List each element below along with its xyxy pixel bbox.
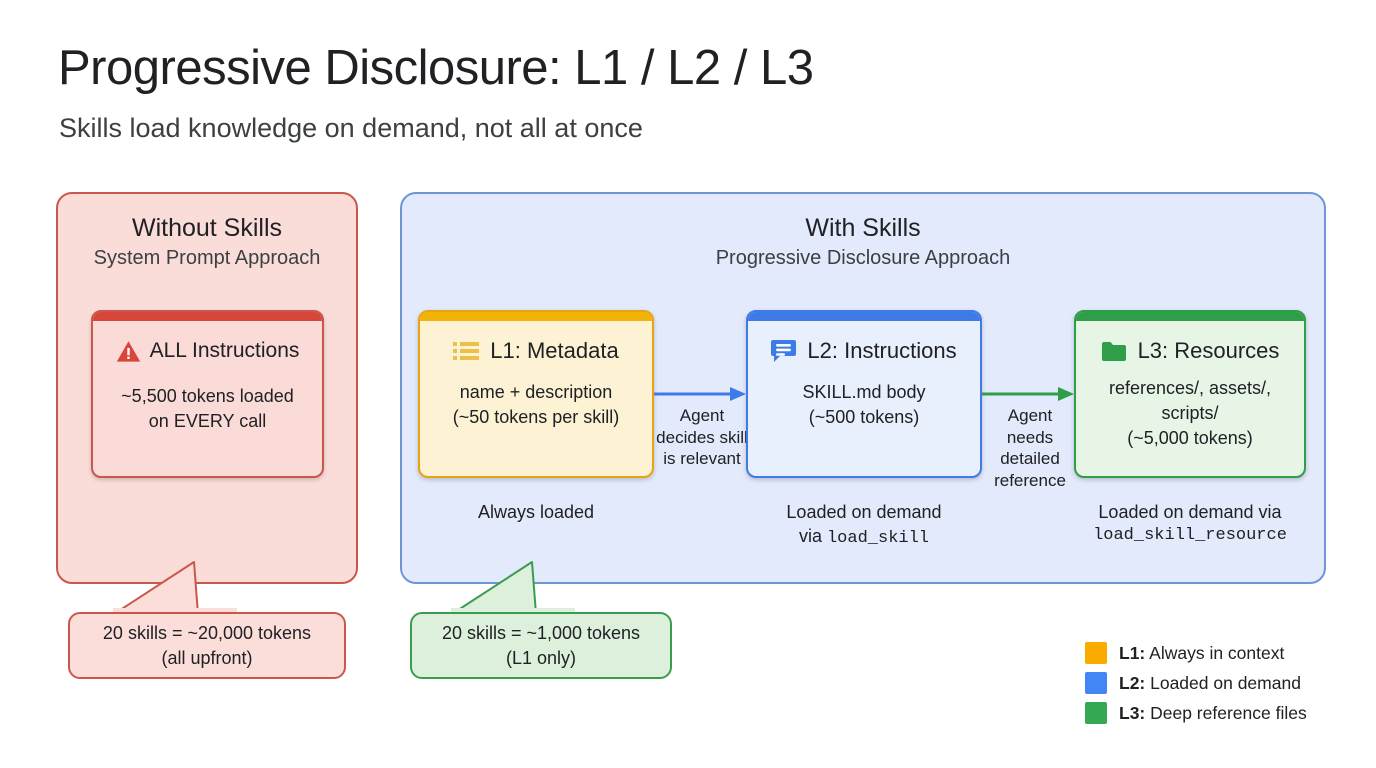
page-title: Progressive Disclosure: L1 / L2 / L3: [58, 41, 814, 95]
caption-l2-via: via: [798, 526, 827, 546]
legend-key-l1: L1:: [1119, 642, 1146, 663]
warning-triangle-icon: [116, 340, 141, 363]
legend-label-l1: L1: Always in context: [1119, 643, 1284, 664]
arrow-l1-to-l2: [654, 387, 746, 401]
caption-l2-mono: load_skill: [826, 529, 930, 548]
card-accent-bar: [93, 312, 322, 321]
callout-green-line1: 20 skills = ~1,000 tokens: [441, 622, 641, 643]
callout-red-line2: (all upfront): [161, 647, 253, 668]
card-accent-bar-l1: [420, 312, 652, 321]
legend: L1: Always in context L2: Loaded on dema…: [1085, 638, 1307, 728]
level-body-l2-line1: SKILL.md body: [802, 382, 926, 402]
comment-icon: [771, 339, 797, 363]
level-heading-l3: L3: Resources: [1137, 338, 1280, 363]
legend-item-l2: L2: Loaded on demand: [1085, 668, 1307, 698]
caption-l3: Loaded on demand via load_skill_resource: [1058, 500, 1322, 548]
legend-desc-l3: Deep reference files: [1145, 702, 1307, 723]
caption-l3-line1: Loaded on demand via: [1098, 502, 1282, 522]
page-subtitle: Skills load knowledge on demand, not all…: [59, 113, 643, 143]
panel-with-subtitle: Progressive Disclosure Approach: [715, 247, 1011, 269]
caption-l3-mono: load_skill_resource: [1093, 526, 1287, 545]
level-body-l3-line2: scripts/: [1161, 403, 1219, 423]
legend-swatch-l2: [1085, 672, 1107, 694]
legend-swatch-l1: [1085, 642, 1107, 664]
legend-key-l3: L3:: [1119, 702, 1146, 723]
legend-label-l3: L3: Deep reference files: [1119, 703, 1307, 724]
list-icon: [453, 341, 480, 361]
level-card-l2: L2: Instructions SKILL.md body (~500 tok…: [746, 310, 982, 478]
callout-red-line1: 20 skills = ~20,000 tokens: [102, 622, 312, 643]
level-body-l3-line3: (~5,000 tokens): [1127, 428, 1253, 448]
panel-without-title: Without Skills: [131, 214, 283, 242]
all-instructions-body-line1: ~5,500 tokens loaded: [121, 386, 294, 406]
level-heading-l2: L2: Instructions: [807, 338, 957, 363]
callout-green-line2: (L1 only): [505, 647, 577, 668]
arrow-label-l2-to-l3: Agent needs detailed reference: [994, 406, 1066, 490]
legend-item-l1: L1: Always in context: [1085, 638, 1307, 668]
caption-l2: Loaded on demand via load_skill: [746, 500, 982, 551]
card-accent-bar-l3: [1076, 312, 1304, 321]
level-card-l1: L1: Metadata name + description (~50 tok…: [418, 310, 654, 478]
level-body-l1-line1: name + description: [459, 382, 613, 402]
legend-item-l3: L3: Deep reference files: [1085, 698, 1307, 728]
callout-without-skills: 20 skills = ~20,000 tokens (all upfront): [68, 612, 346, 679]
all-instructions-body-line2: on EVERY call: [148, 411, 267, 431]
all-instructions-heading: ALL Instructions: [149, 339, 300, 362]
panel-without-subtitle: System Prompt Approach: [93, 247, 321, 269]
all-instructions-card: ALL Instructions ~5,500 tokens loaded on…: [91, 310, 324, 478]
legend-desc-l1: Always in context: [1145, 642, 1285, 663]
level-heading-l1: L1: Metadata: [490, 338, 619, 363]
arrow-l2-to-l3: [982, 387, 1074, 401]
caption-l1: Always loaded: [418, 500, 654, 524]
legend-key-l2: L2:: [1119, 672, 1146, 693]
caption-l2-line2: via load_skill: [746, 524, 982, 551]
card-accent-bar-l2: [748, 312, 980, 321]
caption-l2-line1: Loaded on demand: [786, 502, 942, 522]
level-card-l3: L3: Resources references/, assets/, scri…: [1074, 310, 1306, 478]
level-body-l2-line2: (~500 tokens): [808, 407, 920, 427]
panel-with-title: With Skills: [805, 214, 921, 242]
arrow-label-l1-to-l2: Agent decides skill is relevant: [656, 406, 748, 468]
legend-label-l2: L2: Loaded on demand: [1119, 673, 1301, 694]
folder-icon: [1101, 341, 1127, 362]
callout-with-skills: 20 skills = ~1,000 tokens (L1 only): [410, 612, 672, 679]
legend-desc-l2: Loaded on demand: [1145, 672, 1301, 693]
caption-l1-line1: Always loaded: [477, 502, 595, 522]
level-body-l3-line1: references/, assets/,: [1108, 378, 1272, 398]
level-body-l1-line2: (~50 tokens per skill): [452, 407, 620, 427]
legend-swatch-l3: [1085, 702, 1107, 724]
